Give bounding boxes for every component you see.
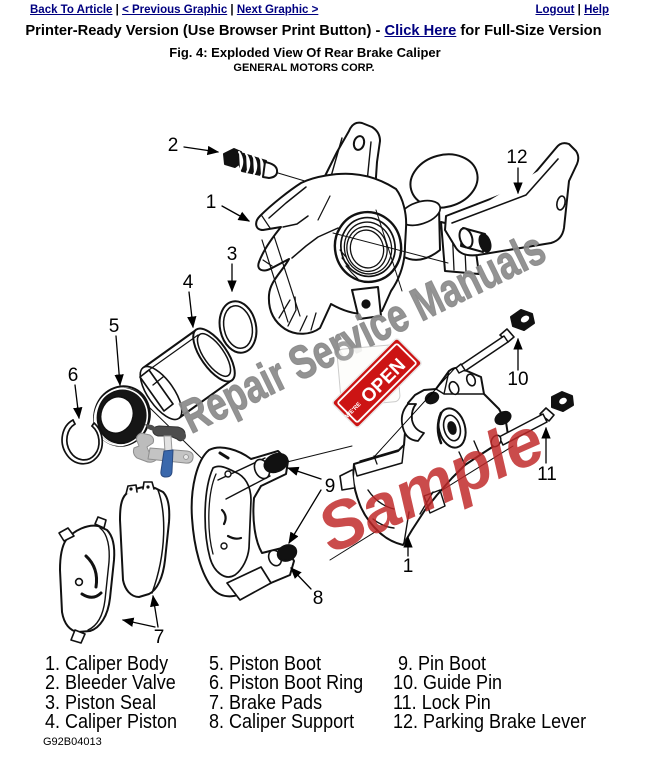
svg-text:9: 9: [325, 476, 336, 497]
svg-text:7: 7: [154, 627, 165, 648]
svg-text:2: 2: [168, 135, 179, 156]
svg-text:10: 10: [507, 369, 528, 390]
svg-text:8: 8: [313, 588, 324, 609]
svg-text:11: 11: [537, 464, 557, 485]
svg-text:3: 3: [227, 244, 238, 265]
svg-text:12: 12: [506, 147, 527, 168]
svg-text:5: 5: [109, 316, 120, 337]
svg-text:6: 6: [68, 365, 79, 386]
svg-text:1: 1: [206, 192, 217, 213]
svg-text:1: 1: [403, 556, 414, 577]
svg-text:4: 4: [183, 272, 194, 293]
